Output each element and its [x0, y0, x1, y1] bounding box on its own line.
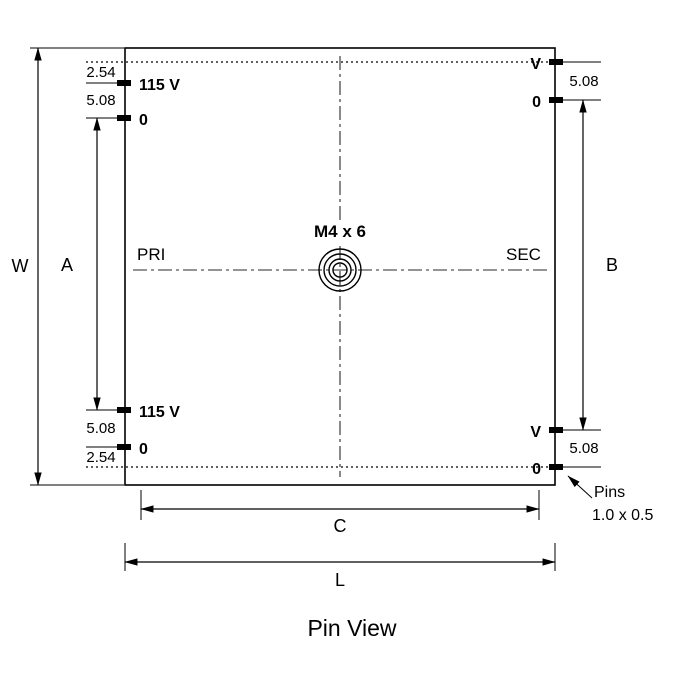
pin-left-top-0 — [117, 115, 131, 121]
pin-label-right-top-v: V — [530, 56, 541, 73]
dim-w-label: W — [12, 256, 29, 276]
dim-left-bottom-offset: 2.54 — [86, 449, 115, 466]
pins-note-line1: Pins — [594, 484, 625, 501]
pins-note-line2: 1.0 x 0.5 — [592, 507, 653, 524]
primary-side-label: PRI — [137, 245, 165, 264]
mounting-hole-ring-2 — [323, 253, 357, 287]
dim-right-bottom-pitch: 5.08 — [569, 440, 598, 457]
dim-b-label: B — [606, 255, 618, 275]
pin-label-right-top-0: 0 — [532, 94, 541, 111]
pin-right-top-v — [549, 59, 563, 65]
pin-label-left-bottom-115v: 115 V — [139, 404, 180, 421]
pin-left-bottom-115v — [117, 407, 131, 413]
pin-right-top-0 — [549, 97, 563, 103]
mounting-hole-ring-3 — [328, 258, 352, 282]
dim-right-top-pitch: 5.08 — [569, 73, 598, 90]
pin-label-left-top-115v: 115 V — [139, 77, 180, 94]
dim-l-label: L — [335, 570, 345, 590]
secondary-side-label: SEC — [506, 245, 541, 264]
mounting-hole-ring-1 — [318, 248, 362, 292]
pin-left-top-115v — [117, 80, 131, 86]
dim-left-top-pitch: 5.08 — [86, 92, 115, 109]
pin-label-left-bottom-0: 0 — [139, 441, 148, 458]
pin-label-right-bottom-v: V — [530, 424, 541, 441]
dim-c-label: C — [334, 516, 347, 536]
pin-right-bottom-v — [549, 427, 563, 433]
pin-label-left-top-0: 0 — [139, 112, 148, 129]
drawing-title: Pin View — [307, 615, 396, 641]
mounting-hole-label: M4 x 6 — [314, 222, 366, 241]
pin-left-bottom-0 — [117, 444, 131, 450]
transformer-body-outline — [124, 47, 556, 486]
mounting-hole-ring-4 — [332, 262, 348, 278]
pin-label-right-bottom-0: 0 — [532, 461, 541, 478]
pin-right-bottom-0 — [549, 464, 563, 470]
dim-left-top-offset: 2.54 — [86, 64, 115, 81]
dim-a-label: A — [61, 255, 73, 275]
dim-left-bottom-pitch: 5.08 — [86, 420, 115, 437]
mounting-hole — [318, 248, 362, 292]
pins-note-leader-arrow — [567, 475, 593, 499]
